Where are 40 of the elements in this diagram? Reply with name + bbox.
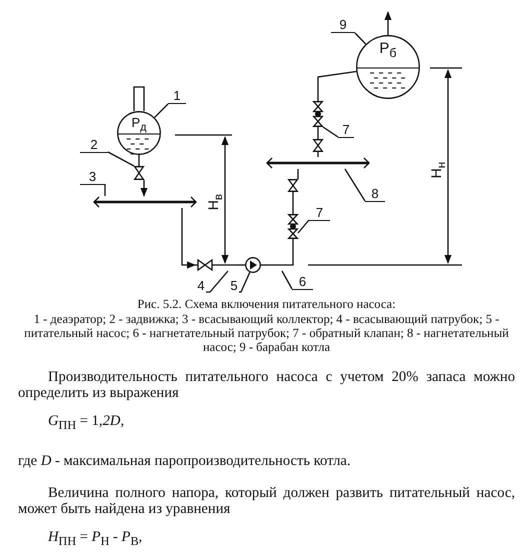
pipe-line [140, 180, 148, 197]
callout-number: 5 [229, 279, 239, 293]
leader-line [206, 270, 228, 293]
pipe-line [238, 264, 245, 266]
caption-title: Рис. 5.2. Схема включения питательного насоса: [136, 298, 397, 312]
leader-line [239, 272, 250, 293]
callout-number: 1 [168, 89, 186, 104]
leader-line [108, 151, 134, 167]
formula: H$_{ПН}$ = P$_{Н}$ - P$_{В}$, [48, 529, 142, 549]
leader-line [154, 104, 168, 118]
pipe-line [292, 192, 294, 214]
leader-line [322, 126, 338, 138]
callout-number: 7 [309, 206, 330, 221]
pressure-label: P$_{б}$ [378, 40, 398, 60]
pipe-line [317, 70, 356, 101]
leader-line [344, 168, 366, 202]
pipe-line [261, 264, 266, 266]
leader-line [104, 184, 106, 196]
caption-text: 1 - деаэратор; 2 - задвижка; 3 - всасывающий коллектор; 4 - всасывающий патрубок; 5 - питательный насос; 6 - нагнетательный патрубок; 7 - обратный клапан; 8 - нагнетательный насос; 9 - барабан котла [23, 313, 510, 354]
callout-number: 7 [338, 123, 354, 138]
callout-number: 9 [331, 18, 355, 33]
leader-line [354, 32, 366, 44]
callout-number: 6 [292, 275, 313, 290]
pipe-line [297, 169, 299, 179]
leader-line [298, 220, 310, 234]
paragraph: где D - максимальная паропроизводительность котла. [18, 453, 351, 470]
pipe-line [317, 127, 319, 139]
pipe-line [181, 208, 196, 269]
pipe-line [138, 155, 140, 166]
pressure-label: P$_{д}$ [130, 115, 148, 134]
callout-number: 2 [80, 138, 108, 153]
leader-line [281, 270, 293, 290]
callout-number: 8 [365, 187, 385, 202]
arrow [384, 11, 392, 35]
paragraph: Величина полного напора, который должен развить питательный насос, может быть найдена из уравнения [18, 485, 515, 518]
callout-number: 3 [80, 170, 105, 185]
paragraph: Производительность питательного насоса с учетом 20% запаса можно определить из выражения [18, 369, 515, 402]
pipe-line [292, 239, 294, 259]
callout-number: 4 [196, 279, 206, 293]
formula: G$_{ПН}$ = 1,2D, [48, 413, 124, 433]
